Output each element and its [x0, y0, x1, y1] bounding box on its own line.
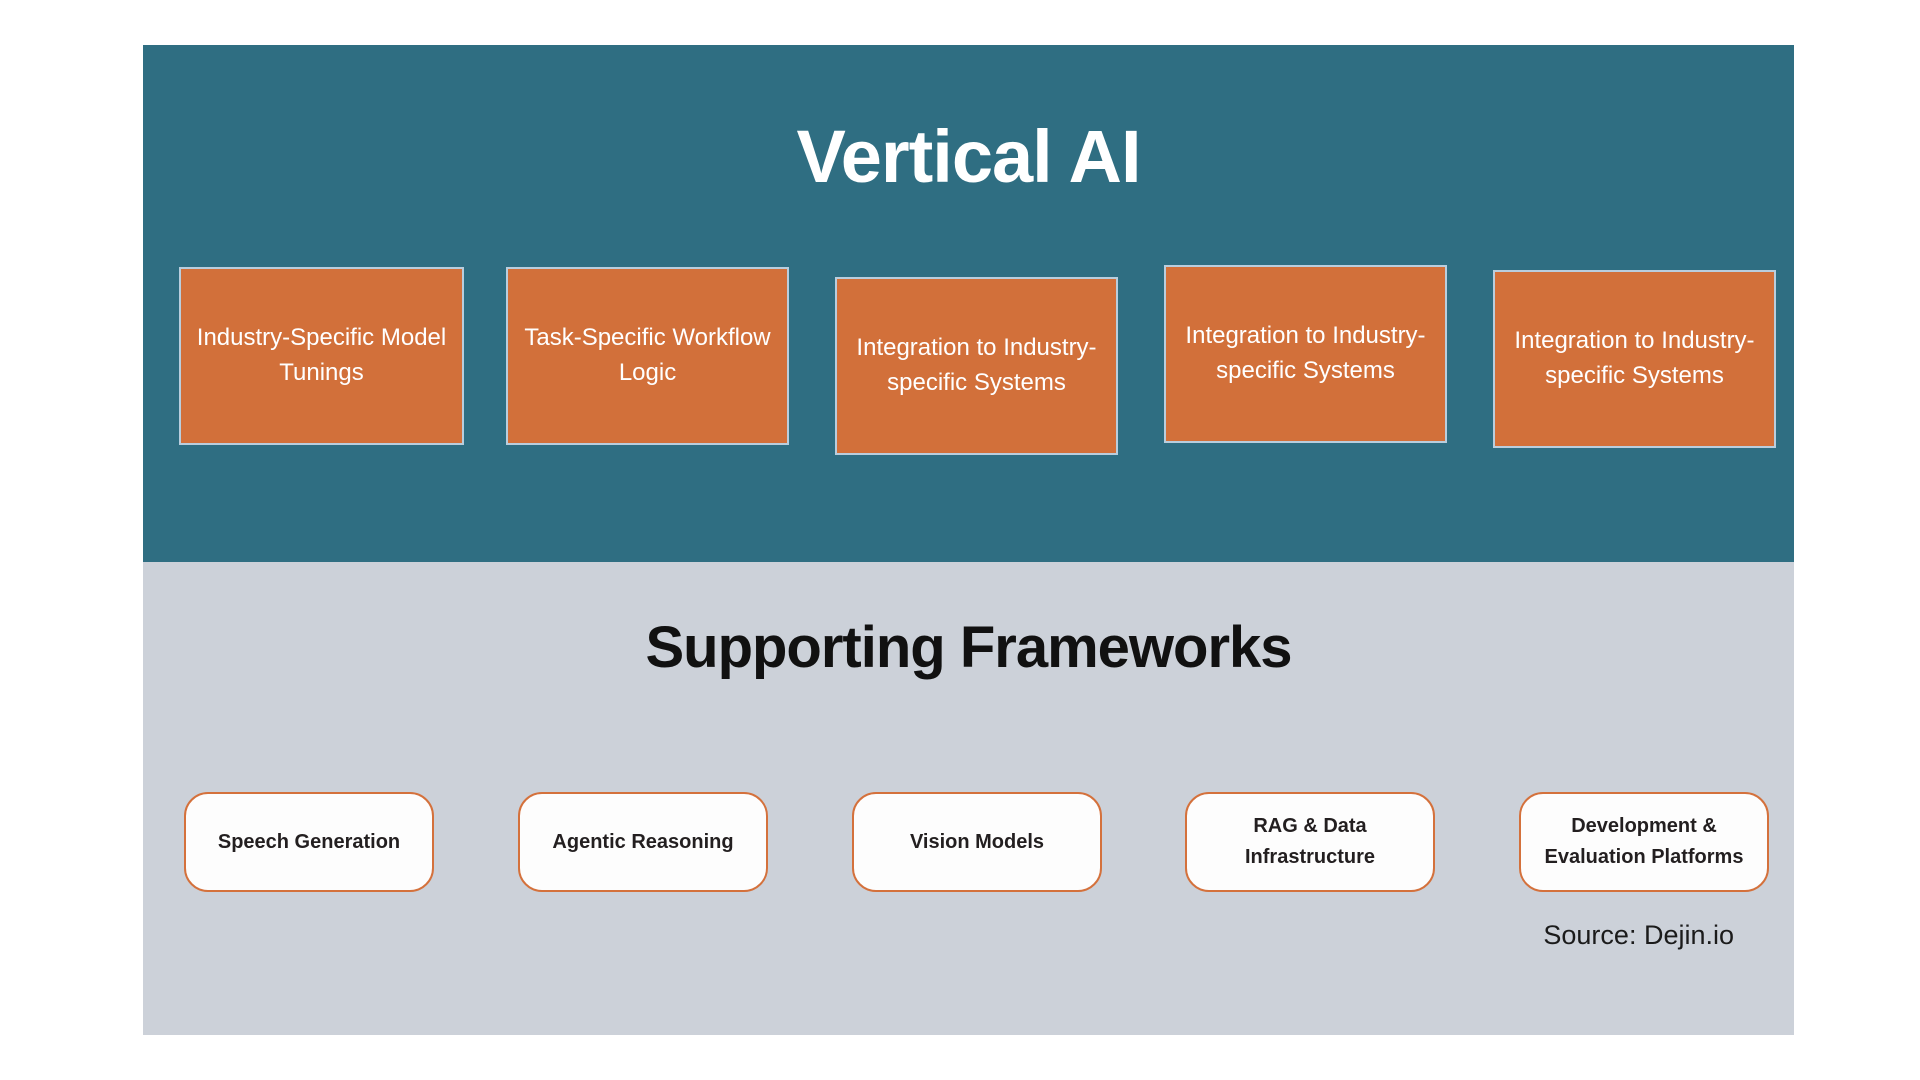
- framework-pill-label: Speech Generation: [217, 830, 401, 853]
- framework-pill-label: Agentic Reasoning: [552, 830, 734, 853]
- pillar-card-industry-specific-model-tunings[interactable]: Industry-Specific Model Tunings: [179, 267, 464, 445]
- pillar-card-integration-1[interactable]: Integration to Industry-specific Systems: [835, 277, 1118, 455]
- framework-pill-label: RAG & Data Infrastructure: [1244, 815, 1376, 868]
- pillar-card-label: Task-Specific Workflow Logic: [524, 324, 771, 386]
- vertical-ai-diagram: Vertical AI Industry-Specific Model Tuni…: [143, 45, 1794, 1035]
- framework-pill-speech-generation[interactable]: Speech Generation: [184, 792, 434, 892]
- pillar-card-label: Integration to Industry-specific Systems: [1185, 322, 1426, 384]
- framework-pill-development-evaluation-platforms[interactable]: Development & Evaluation Platforms: [1519, 792, 1769, 892]
- pillar-card-integration-3[interactable]: Integration to Industry-specific Systems: [1493, 270, 1776, 448]
- pillar-card-label: Integration to Industry-specific Systems: [856, 334, 1097, 396]
- vertical-ai-title: Vertical AI: [796, 115, 1141, 198]
- vertical-ai-section: Vertical AI Industry-Specific Model Tuni…: [143, 45, 1794, 562]
- source-attribution: Source: Dejin.io: [1543, 920, 1734, 950]
- supporting-frameworks-title: Supporting Frameworks: [645, 615, 1292, 680]
- framework-pill-label: Development & Evaluation Platforms: [1544, 815, 1744, 868]
- supporting-frameworks-section: Supporting Frameworks Speech Generation …: [143, 562, 1794, 1035]
- framework-pill-label: Vision Models: [909, 830, 1045, 853]
- pillar-row: Industry-Specific Model Tunings Task-Spe…: [143, 45, 1794, 562]
- framework-pill-vision-models[interactable]: Vision Models: [852, 792, 1102, 892]
- framework-pill-agentic-reasoning[interactable]: Agentic Reasoning: [518, 792, 768, 892]
- pillar-card-task-specific-workflow-logic[interactable]: Task-Specific Workflow Logic: [506, 267, 789, 445]
- framework-pill-rag-data-infrastructure[interactable]: RAG & Data Infrastructure: [1185, 792, 1435, 892]
- pillar-card-label: Industry-Specific Model Tunings: [196, 324, 447, 386]
- framework-row: Speech Generation Agentic Reasoning Visi…: [143, 562, 1794, 1035]
- pillar-card-integration-2[interactable]: Integration to Industry-specific Systems: [1164, 265, 1447, 443]
- pillar-card-label: Integration to Industry-specific Systems: [1514, 327, 1755, 389]
